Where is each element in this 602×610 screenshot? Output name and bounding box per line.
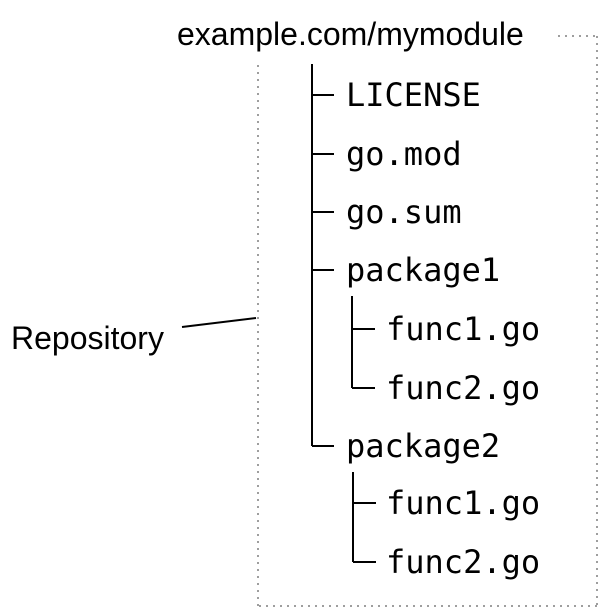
- repository-label: Repository: [11, 320, 164, 356]
- repository-boundary: [257, 35, 598, 607]
- repository-pointer-line: [181, 317, 257, 328]
- tree-item-go-mod: go.mod: [346, 135, 462, 173]
- tree-file-package1-func1: func1.go: [386, 310, 540, 348]
- tree-file-package2-func1: func1.go: [386, 484, 540, 522]
- tree-folder-package2: package2: [346, 427, 500, 465]
- tree-item-go-sum: go.sum: [346, 193, 462, 231]
- tree-folder-package1: package1: [346, 251, 500, 289]
- module-path-label: example.com/mymodule: [177, 16, 524, 52]
- tree-file-package1-func2: func2.go: [386, 369, 540, 407]
- tree-file-package2-func2: func2.go: [386, 543, 540, 581]
- tree-connectors: [311, 64, 376, 563]
- tree-entries: LICENSE go.mod go.sum package1 func1.go …: [346, 76, 540, 581]
- tree-item-license: LICENSE: [346, 76, 481, 114]
